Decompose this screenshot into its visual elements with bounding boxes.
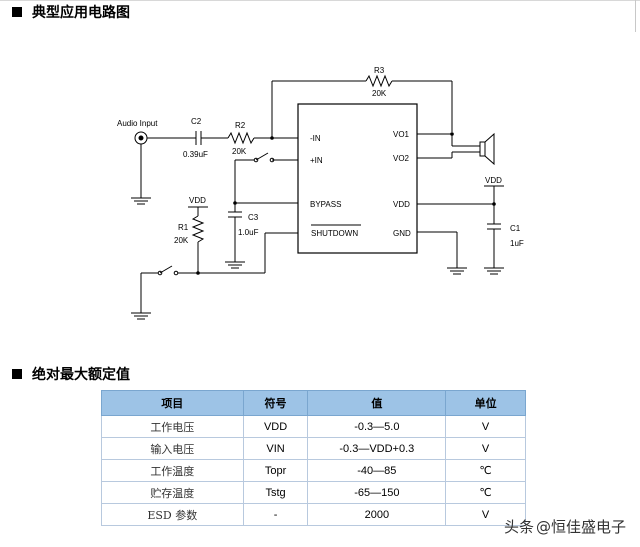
table-cell-unit: V — [445, 503, 526, 526]
resistor-r3 — [365, 74, 393, 88]
table-row: 工作电压 VDD -0.3—5.0 V — [101, 415, 526, 438]
capacitor-c3 — [228, 211, 242, 218]
source-watermark: 头条 @恒佳盛电子 — [504, 516, 626, 537]
label-c2-value: 0.39uF — [183, 150, 208, 159]
table-cell-unit: V — [445, 415, 526, 438]
bullet-square-icon — [12, 369, 22, 379]
page-right-border — [635, 0, 636, 32]
table-row: ESD 参数 - 2000 V — [101, 503, 526, 526]
bullet-square-icon — [12, 7, 22, 17]
table-row: 贮存温度 Tstg -65—150 ℃ — [101, 481, 526, 504]
table-cell-symbol: VIN — [242, 437, 309, 460]
table-header-item: 项目 — [101, 390, 244, 416]
table-cell-unit: ℃ — [445, 459, 526, 482]
table-header-row: 项目 符号 值 单位 — [101, 390, 526, 416]
table-cell-symbol: Tstg — [242, 481, 309, 504]
section-title-circuit-text: 典型应用电路图 — [32, 5, 130, 21]
audio-input-jack-center-icon — [138, 135, 144, 141]
ground-symbol-shutdown — [131, 312, 151, 320]
resistor-r1 — [191, 215, 205, 243]
shutdown-switch-contact-left-icon — [157, 270, 163, 276]
label-c3-value: 1.0uF — [238, 228, 259, 237]
table-cell-item: ESD 参数 — [101, 503, 244, 526]
ground-symbol-c3 — [225, 261, 245, 269]
switch-contact-left-icon — [253, 157, 259, 163]
label-vdd-r1: VDD — [189, 196, 206, 205]
page-top-border — [0, 0, 640, 1]
table-cell-unit: ℃ — [445, 481, 526, 504]
pin-label-bypass: BYPASS — [310, 200, 341, 209]
label-audio-input: Audio Input — [117, 119, 158, 128]
section-title-ratings: 绝对最大额定值 — [12, 364, 130, 384]
label-vdd-c1: VDD — [485, 176, 502, 185]
table-header-unit: 单位 — [445, 390, 526, 416]
table-cell-symbol: Topr — [242, 459, 309, 482]
ground-symbol-jack — [131, 197, 151, 205]
pin-label-vo1: VO1 — [393, 130, 410, 139]
ground-symbol-c1 — [484, 267, 504, 275]
table-cell-unit: V — [445, 437, 526, 460]
shutdown-switch-contact-right-icon — [173, 270, 179, 276]
absolute-max-ratings-table: 项目 符号 值 单位 工作电压 VDD -0.3—5.0 V 输入电压 VIN … — [101, 390, 526, 526]
table-row: 输入电压 VIN -0.3—VDD+0.3 V — [101, 437, 526, 460]
section-title-circuit: 典型应用电路图 — [12, 2, 130, 22]
shutdown-switch-lever — [159, 265, 173, 274]
label-r3-value: 20K — [372, 89, 387, 98]
table-cell-value: -0.3—VDD+0.3 — [307, 437, 447, 460]
table-cell-value: 2000 — [307, 503, 447, 526]
label-r1: R1 — [178, 223, 189, 232]
pin-label-gnd: GND — [393, 229, 411, 238]
label-r2: R2 — [235, 121, 246, 130]
resistor-r2 — [227, 131, 255, 145]
table-row: 工作温度 Topr -40—85 ℃ — [101, 459, 526, 482]
capacitor-c1 — [487, 223, 501, 230]
table-cell-value: -40—85 — [307, 459, 447, 482]
label-c3: C3 — [248, 213, 259, 222]
label-c2: C2 — [191, 117, 202, 126]
table-header-value: 值 — [307, 390, 447, 416]
pin-label-plus-in: +IN — [310, 156, 323, 165]
table-cell-symbol: VDD — [242, 415, 309, 438]
pin-label-shutdown: SHUTDOWN — [311, 229, 358, 238]
table-cell-item: 输入电压 — [101, 437, 244, 460]
pin-label-vdd: VDD — [393, 200, 410, 209]
ground-symbol-ic — [447, 267, 467, 275]
capacitor-c2 — [195, 131, 202, 145]
watermark-handle: @恒佳盛电子 — [535, 518, 626, 536]
table-cell-item: 工作电压 — [101, 415, 244, 438]
watermark-brand: 头条 — [503, 518, 534, 536]
speaker-icon — [479, 132, 495, 166]
section-title-ratings-text: 绝对最大额定值 — [32, 367, 130, 383]
table-header-symbol: 符号 — [242, 390, 309, 416]
label-c1: C1 — [510, 224, 521, 233]
switch-contact-right-icon — [269, 157, 275, 163]
switch-lever-in — [255, 152, 269, 161]
table-cell-value: -65—150 — [307, 481, 447, 504]
table-cell-item: 工作温度 — [101, 459, 244, 482]
label-c1-value: 1uF — [510, 239, 524, 248]
pin-label-vo2: VO2 — [393, 154, 410, 163]
label-r1-value: 20K — [174, 236, 189, 245]
label-r2-value: 20K — [232, 147, 247, 156]
pin-label-minus-in: -IN — [310, 134, 321, 143]
table-cell-symbol: - — [242, 503, 309, 526]
circuit-schematic: Audio Input C2 0.39uF R2 20K R3 20K VDD … — [117, 66, 524, 320]
label-r3: R3 — [374, 66, 385, 75]
table-cell-value: -0.3—5.0 — [307, 415, 447, 438]
amplifier-ic-body — [297, 103, 418, 254]
junction-dot-bypass — [233, 201, 237, 205]
table-cell-item: 贮存温度 — [101, 481, 244, 504]
